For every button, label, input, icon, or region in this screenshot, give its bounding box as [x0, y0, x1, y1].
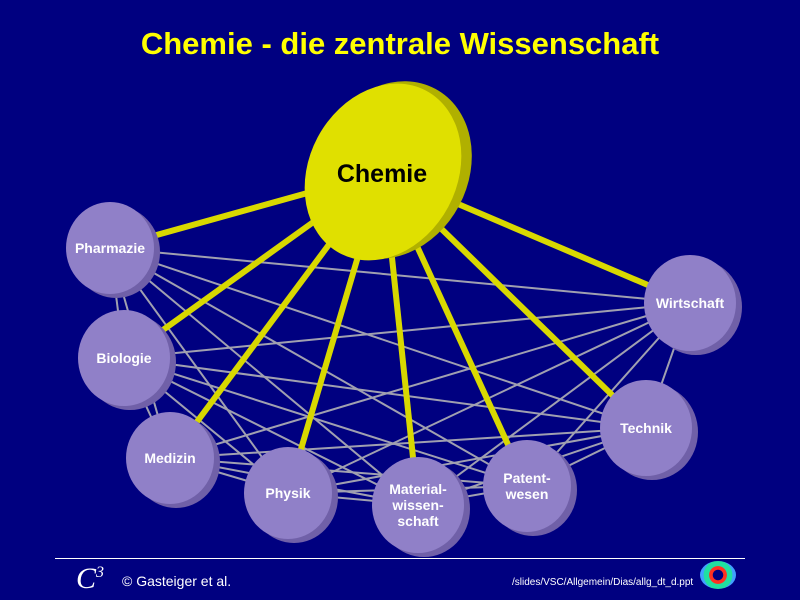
copyright-text: © Gasteiger et al. [122, 573, 232, 589]
node-label: wesen [505, 486, 549, 502]
peer-link [109, 247, 647, 429]
logo-sup: 3 [96, 564, 105, 581]
logo-letter: C [76, 562, 97, 595]
center-node-chemie: Chemie [304, 81, 472, 261]
peer-link [109, 247, 528, 487]
node-label: Pharmazie [75, 240, 145, 256]
node-materialwissenschaft: Material-wissen-schaft [372, 457, 470, 557]
peer-link [123, 357, 419, 506]
node-label: schaft [397, 513, 439, 529]
peer-link [287, 427, 647, 494]
node-technik: Technik [600, 380, 698, 480]
node-physik: Physik [244, 447, 338, 543]
node-label: wissen- [391, 497, 444, 513]
node-label: Wirtschaft [656, 295, 725, 311]
peer-link [123, 357, 528, 487]
slide-title: Chemie - die zentrale Wissenschaft [140, 26, 660, 61]
node-patentwesen: Patent-wesen [483, 440, 577, 536]
node-label: Biologie [96, 350, 151, 366]
torus-logo-icon [700, 561, 736, 589]
node-label: Medizin [144, 450, 195, 466]
footer-divider [55, 558, 745, 559]
node-wirtschaft: Wirtschaft [644, 255, 742, 355]
c3-logo: C3 [76, 562, 104, 596]
node-biologie: Biologie [78, 310, 176, 410]
peer-link [109, 247, 691, 304]
node-label: Patent- [503, 470, 551, 486]
peer-link [417, 302, 691, 506]
node-label: Technik [620, 420, 672, 436]
file-path-text: /slides/VSC/Allgemein/Dias/allg_dt_d.ppt [512, 577, 694, 588]
peer-link [169, 302, 691, 459]
peer-link [169, 457, 528, 487]
center-label: Chemie [337, 160, 427, 188]
peer-link [123, 302, 691, 359]
node-label: Material- [389, 481, 447, 497]
node-label: Physik [265, 485, 310, 501]
node-medizin: Medizin [126, 412, 220, 508]
node-pharmazie: Pharmazie [66, 202, 160, 298]
peer-link [169, 427, 647, 459]
